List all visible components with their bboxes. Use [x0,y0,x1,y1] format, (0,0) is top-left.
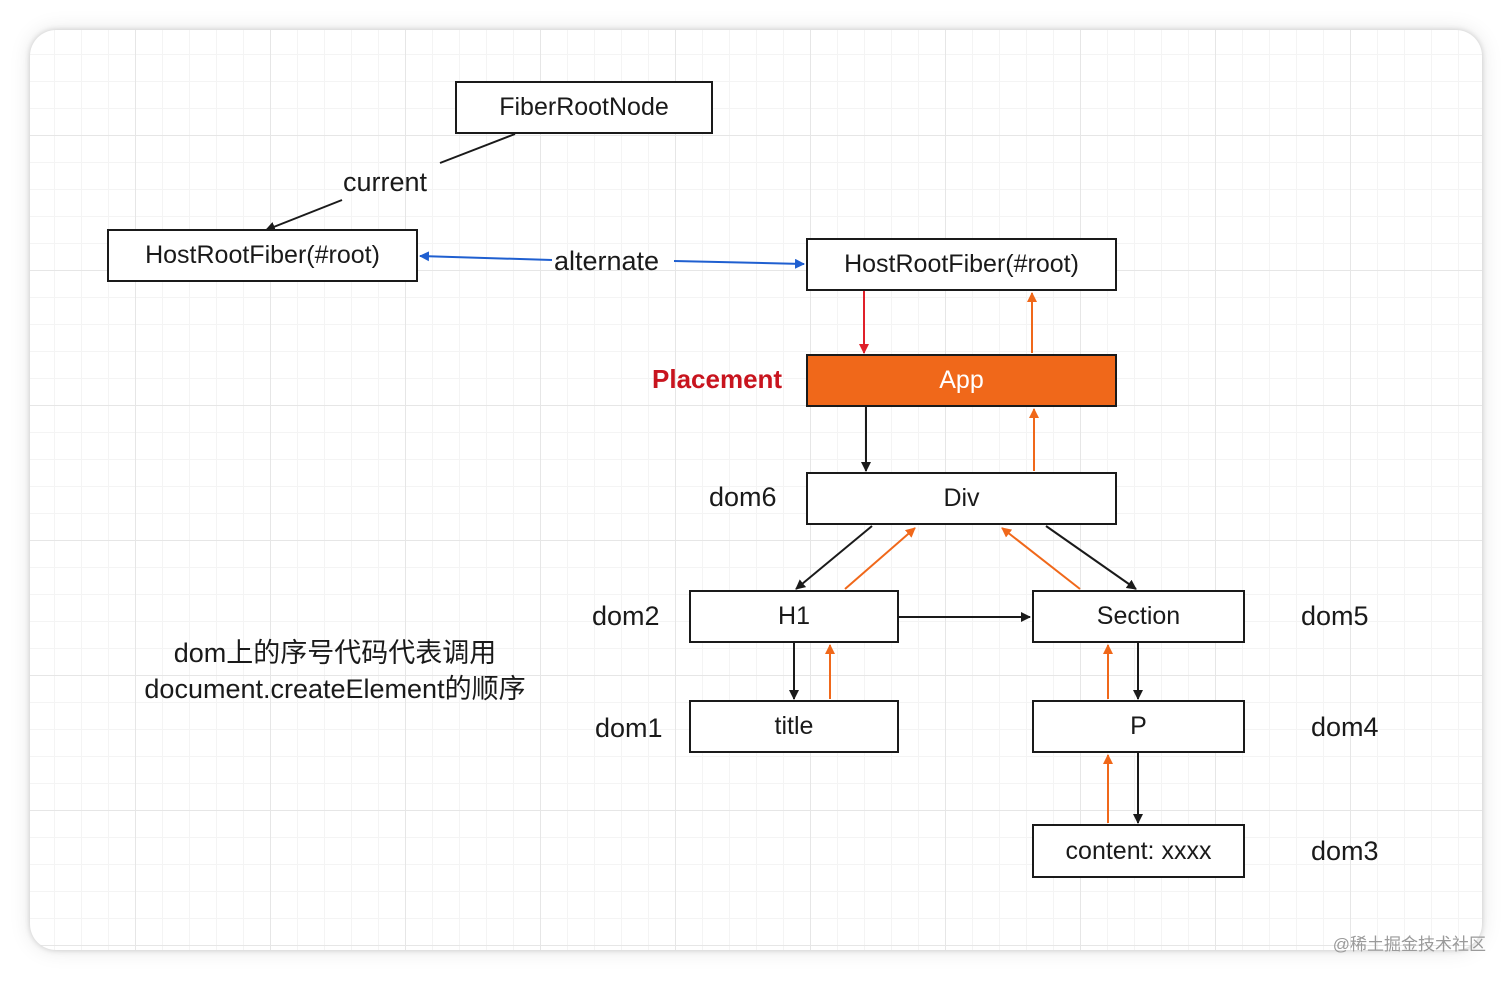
edge-label-current: current [343,167,428,197]
node-h1: H1 [689,590,899,643]
edge-current-line [439,133,516,164]
edge-div-to-section [1045,525,1137,590]
dom-label-dom3: dom3 [1311,836,1379,866]
annotation-line-2: document.createElement的顺序 [144,674,526,704]
watermark: @稀土掘金技术社区 [1332,935,1486,954]
node-host-root-fiber-current: HostRootFiber(#root) [107,229,418,282]
edge-section-return-div [1001,527,1081,590]
dom-label-dom2: dom2 [592,601,660,631]
edge-current-arrow [265,199,343,232]
node-section: Section [1032,590,1245,643]
placement-flag: Placement [652,364,783,394]
annotation-note: dom上的序号代码代表调用 document.createElement的顺序 [110,635,560,707]
dom-label-dom6: dom6 [709,482,777,512]
dom-label-dom5: dom5 [1301,601,1369,631]
dom-label-dom4: dom4 [1311,712,1379,742]
node-title: title [689,700,899,753]
edge-div-to-h1 [795,525,873,590]
node-host-root-fiber-wip: HostRootFiber(#root) [806,238,1117,291]
dom-label-dom1: dom1 [595,713,663,743]
node-content: content: xxxx [1032,824,1245,878]
node-div: Div [806,472,1117,525]
diagram-canvas [30,30,1482,950]
edge-h1-return-div [844,527,916,590]
node-fiber-root-node: FiberRootNode [455,81,713,134]
node-p: P [1032,700,1245,753]
edge-label-alternate: alternate [554,246,660,276]
annotation-line-1: dom上的序号代码代表调用 [173,638,497,668]
node-app: App [806,354,1117,407]
edge-alternate-left [419,251,553,262]
edge-alternate-right [673,258,805,269]
